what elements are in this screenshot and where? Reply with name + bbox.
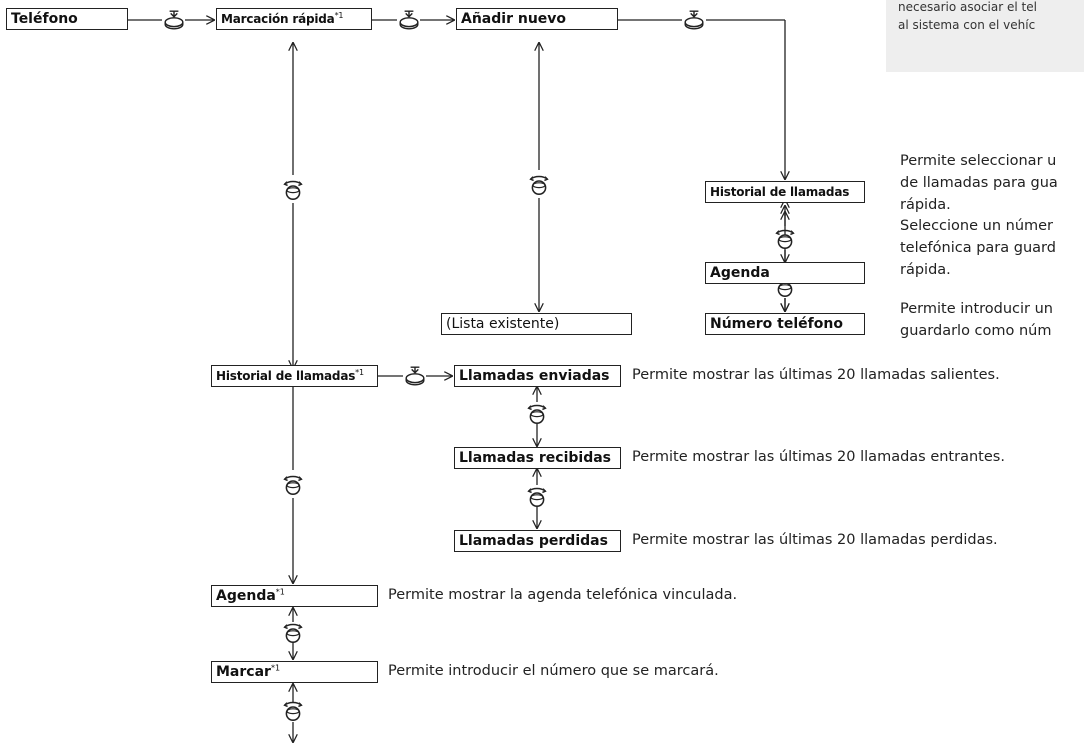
llamadas-perdidas-description: Permite mostrar las últimas 20 llamadas … bbox=[632, 532, 998, 548]
agenda-sub-box: Agenda bbox=[705, 262, 865, 284]
historial-sub-box: Historial de llamadas bbox=[705, 181, 865, 203]
press-knob-icon bbox=[684, 10, 704, 30]
description-line: Permite introducir un bbox=[900, 301, 1053, 317]
press-knob-icon bbox=[399, 10, 419, 30]
llamadas-recibidas-description: Permite mostrar las últimas 20 llamadas … bbox=[632, 449, 1005, 465]
marcar-label: Marcar bbox=[216, 664, 271, 680]
sidenote-line-2: al sistema con el vehíc bbox=[898, 18, 1036, 32]
llamadas-recibidas-box: Llamadas recibidas bbox=[454, 447, 621, 469]
llamadas-perdidas-label: Llamadas perdidas bbox=[459, 533, 608, 549]
description-line: Seleccione un númer bbox=[900, 218, 1054, 234]
llamadas-enviadas-label: Llamadas enviadas bbox=[459, 368, 610, 384]
footnote-mark: *1 bbox=[355, 368, 364, 377]
description-line: rápida. bbox=[900, 262, 951, 278]
rotate-knob-icon bbox=[527, 487, 547, 507]
historial-llamadas-box: Historial de llamadas*1 bbox=[211, 365, 378, 387]
agenda-sub-label: Agenda bbox=[710, 265, 770, 281]
agenda-description: Permite mostrar la agenda telefónica vin… bbox=[388, 587, 738, 603]
numero-telefono-label: Número teléfono bbox=[710, 316, 843, 332]
footnote-mark: *1 bbox=[334, 11, 344, 20]
historial-sub-description: Permite seleccionar u de llamadas para g… bbox=[900, 150, 1058, 216]
description-line: guardarlo como núm bbox=[900, 323, 1052, 339]
rotate-knob-icon bbox=[283, 623, 303, 643]
historial-sub-label: Historial de llamadas bbox=[710, 185, 850, 199]
marcacion-rapida-box: Marcación rápida*1 bbox=[216, 8, 372, 30]
marcacion-rapida-label: Marcación rápida bbox=[221, 12, 335, 26]
agenda-label: Agenda bbox=[216, 588, 276, 604]
agenda-box: Agenda*1 bbox=[211, 585, 378, 607]
historial-llamadas-label: Historial de llamadas bbox=[216, 369, 356, 383]
rotate-knob-icon bbox=[527, 404, 547, 424]
rotate-knob-icon bbox=[529, 175, 549, 195]
numero-telefono-box: Número teléfono bbox=[705, 313, 865, 335]
anadir-nuevo-box: Añadir nuevo bbox=[456, 8, 618, 30]
press-knob-icon bbox=[405, 366, 425, 386]
press-knob-icon bbox=[164, 10, 184, 30]
footnote-mark: *1 bbox=[270, 663, 281, 673]
rotate-knob-icon bbox=[283, 180, 303, 200]
lista-existente-box: (Lista existente) bbox=[441, 313, 632, 335]
footnote-mark: *1 bbox=[275, 587, 285, 597]
lista-existente-label: (Lista existente) bbox=[446, 316, 560, 332]
llamadas-perdidas-box: Llamadas perdidas bbox=[454, 530, 621, 552]
rotate-knob-icon bbox=[283, 475, 303, 495]
description-line: rápida. bbox=[900, 197, 951, 213]
llamadas-enviadas-description: Permite mostrar las últimas 20 llamadas … bbox=[632, 367, 1000, 383]
description-line: Permite seleccionar u bbox=[900, 153, 1057, 169]
anadir-nuevo-label: Añadir nuevo bbox=[461, 11, 567, 27]
numero-telefono-description: Permite introducir un guardarlo como núm bbox=[900, 298, 1053, 342]
marcar-description: Permite introducir el número que se marc… bbox=[388, 663, 719, 679]
telefono-label: Teléfono bbox=[11, 11, 78, 27]
description-line: de llamadas para gua bbox=[900, 175, 1058, 191]
sidenote-line-1: necesario asociar el tel bbox=[898, 0, 1037, 14]
marcar-box: Marcar*1 bbox=[211, 661, 378, 683]
agenda-sub-description: Seleccione un númer telefónica para guar… bbox=[900, 215, 1056, 281]
rotate-knob-icon bbox=[283, 701, 303, 721]
llamadas-recibidas-label: Llamadas recibidas bbox=[459, 450, 611, 466]
llamadas-enviadas-box: Llamadas enviadas bbox=[454, 365, 621, 387]
sidenote-box: necesario asociar el tel al sistema con … bbox=[886, 0, 1084, 72]
telefono-box: Teléfono bbox=[6, 8, 128, 30]
description-line: telefónica para guard bbox=[900, 240, 1056, 256]
